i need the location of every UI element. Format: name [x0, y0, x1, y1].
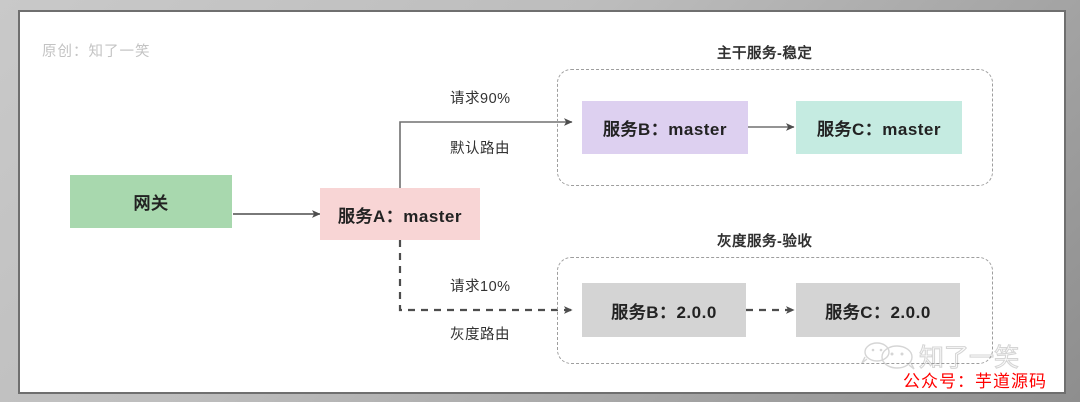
edge-servicea-to-gray [398, 240, 573, 314]
node-service-a-label: 服务A：master [337, 206, 463, 226]
credit-text: 原创：知了一笑 [42, 44, 151, 60]
group-container-gray [557, 257, 993, 364]
node-service-a[interactable]: 服务A：master [320, 188, 480, 240]
edge-servicea-to-main [399, 118, 573, 188]
node-service-b-main-label: 服务B：master [602, 120, 728, 139]
node-service-c-gray-label: 服务C：2.0.0 [825, 302, 931, 322]
edge-label-main-percent: 请求90% [450, 91, 511, 107]
node-gateway-label: 网关 [133, 194, 169, 213]
node-gateway[interactable]: 网关 [70, 175, 232, 228]
node-service-c-main[interactable]: 服务C：master [796, 101, 962, 154]
node-service-b-gray[interactable]: 服务B：2.0.0 [582, 283, 746, 337]
node-service-b-main[interactable]: 服务B：master [582, 101, 748, 154]
edge-label-gray-percent: 请求10% [450, 279, 511, 295]
node-service-b-gray-label: 服务B：2.0.0 [611, 302, 717, 322]
group-title-main: 主干服务-稳定 [717, 46, 813, 62]
group-container-main [557, 69, 993, 186]
connector-layer [233, 118, 795, 314]
node-service-c-gray[interactable]: 服务C：2.0.0 [796, 283, 960, 337]
edge-label-gray-route: 灰度路由 [450, 327, 510, 343]
edge-label-main-route: 默认路由 [450, 141, 510, 157]
node-service-c-main-label: 服务C：master [816, 120, 942, 139]
group-title-gray: 灰度服务-验收 [717, 234, 813, 250]
diagram-canvas: 原创：知了一笑 主干服务-稳定 灰度服务-验收 [20, 12, 1064, 392]
